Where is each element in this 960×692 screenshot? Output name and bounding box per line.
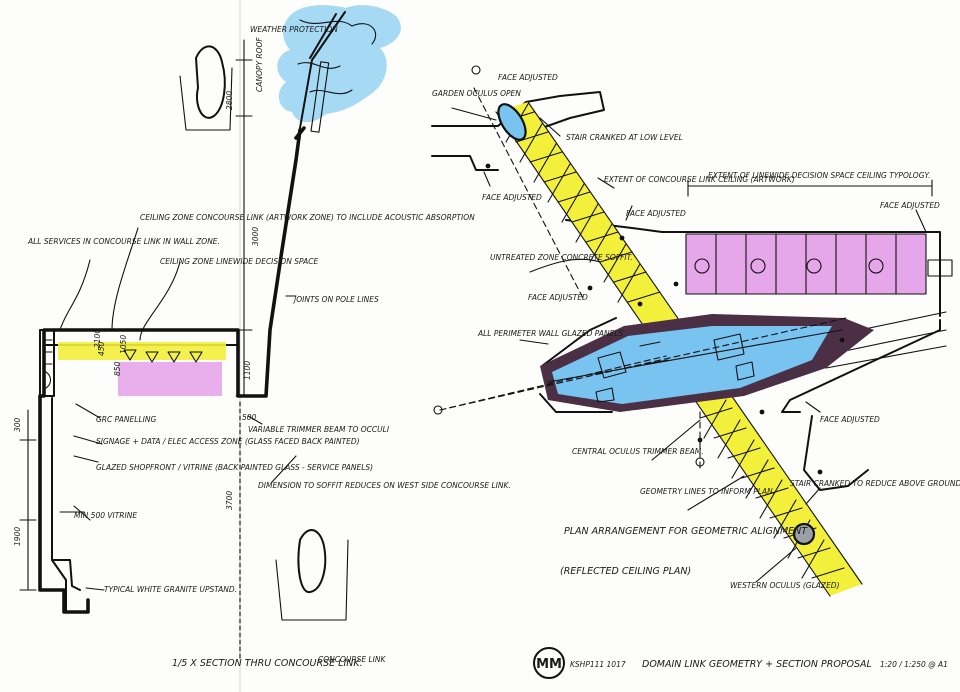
label-concourse: CONCOURSE LINK	[318, 655, 386, 664]
note-ceiling-linewide: CEILING ZONE LINEWIDE DECISION SPACE	[160, 257, 319, 266]
decision-space-oculi	[694, 258, 884, 274]
label-dim-d1: 2800	[225, 91, 234, 110]
tree-top-base	[179, 67, 233, 131]
axis-marker-top	[471, 65, 481, 75]
note-grc: GRC PANELLING	[96, 415, 156, 424]
label-extent: EXTENT OF CONCOURSE LINK CEILING (ARTWOR…	[604, 175, 795, 184]
mm-logo-circle	[533, 647, 565, 679]
wall-zone	[39, 329, 55, 397]
garden-oculus	[497, 103, 527, 141]
label-perimeter: ALL PERIMETER WALL GLAZED PANELS	[477, 329, 624, 338]
note-signage: SIGNAGE + DATA / ELEC ACCESS ZONE (GLASS…	[96, 437, 360, 446]
label-dim-d11: 850	[113, 361, 122, 376]
decision-space-grid	[685, 233, 927, 295]
drawing-scale: 1:20 / 1:250 @ A1	[880, 660, 948, 669]
label-face-adj-br: FACE ADJUSTED	[820, 415, 880, 424]
plan-drawing: GARDEN OCULUS OPEN FACE ADJUSTED STAIR C…	[431, 65, 960, 597]
label-dim-d3: 450	[97, 341, 106, 356]
note-vitrine: MIN 500 VITRINE	[74, 511, 137, 520]
tree-bottom	[297, 529, 327, 593]
label-untreated: UNTREATED ZONE CONCRETE SOFFIT.	[490, 253, 633, 262]
mm-logo-text: MM	[536, 657, 562, 672]
label-dim-d10: 2100	[93, 329, 102, 348]
canopy-post	[310, 61, 330, 133]
label-dim-d9: 3700	[225, 491, 234, 510]
label-extent-linewide: EXTENT OF LINEWIDE DECISION SPACE CEILIN…	[708, 171, 931, 180]
lower-wall	[51, 397, 67, 611]
label-plan-title: PLAN ARRANGEMENT FOR GEOMETRIC ALIGNMENT	[564, 526, 808, 537]
geometry-axis-lines	[439, 87, 847, 471]
cross-section-drawing: WEATHER PROTECTION CANOPY ROOF 2800 3000…	[13, 5, 511, 669]
note-joints: JOINTS ON POLE LINES	[292, 295, 379, 304]
label-dim-d6: 1900	[13, 527, 22, 546]
label-stair-low: STAIR CRANKED AT LOW LEVEL	[566, 133, 683, 142]
label-geometry: GEOMETRY LINES TO INFORM PLAN.	[640, 487, 775, 496]
label-weather: WEATHER PROTECTION	[250, 25, 338, 34]
weather-protection-shade	[277, 5, 401, 123]
note-services: ALL SERVICES IN CONCOURSE LINK IN WALL Z…	[27, 237, 220, 246]
label-western: WESTERN OCULUS (GLAZED)	[730, 581, 840, 590]
label-oculus-open: GARDEN OCULUS OPEN	[432, 89, 521, 98]
label-face-adj-right: FACE ADJUSTED	[880, 201, 940, 210]
label-central: CENTRAL OCULUS TRIMMER BEAM.	[572, 447, 704, 456]
canopy-roof	[299, 11, 346, 129]
note-dimension: DIMENSION TO SOFFIT REDUCES ON WEST SIDE…	[258, 481, 511, 490]
weather-scribble	[297, 19, 377, 95]
title-block: MM KSHP111 1017 DOMAIN LINK GEOMETRY + S…	[533, 647, 948, 679]
section-leaders	[59, 227, 297, 591]
note-glazed: GLAZED SHOPFRONT / VITRINE (BACK PAINTED…	[96, 463, 373, 472]
central-oculus-glazing	[552, 326, 832, 404]
tree-bottom-base	[275, 539, 349, 621]
label-face-adj-left: FACE ADJUSTED	[482, 193, 542, 202]
label-dim-d2: 3000	[251, 227, 260, 246]
plan-outline-right	[825, 311, 947, 369]
plan-leaders	[451, 107, 927, 583]
dim-ticks	[19, 59, 253, 591]
oculus-trimmer-beam	[547, 329, 843, 383]
decision-space-stair	[927, 259, 953, 277]
label-dim-d4: 1100	[243, 361, 252, 380]
column-dots	[485, 163, 845, 475]
axis-marker-bottom	[695, 457, 705, 467]
note-ceiling-zone: CEILING ZONE CONCOURSE LINK (ARTWORK ZON…	[140, 213, 475, 222]
note-granite: TYPICAL WHITE GRANITE UPSTAND.	[104, 585, 237, 594]
ceiling-baffles	[123, 349, 203, 363]
extent-dimension	[687, 179, 933, 197]
note-trimmer: VARIABLE TRIMMER BEAM TO OCCULI	[248, 425, 390, 434]
axis-marker-left	[433, 405, 443, 415]
label-stair-ground: STAIR CRANKED TO REDUCE ABOVE GROUND VOL…	[790, 479, 960, 488]
base-slab	[51, 559, 81, 591]
central-oculus-panels	[595, 333, 755, 403]
ceiling-artwork-zone	[58, 342, 226, 360]
western-oculus	[792, 522, 816, 546]
ceiling-decision-zone	[118, 362, 222, 396]
label-canopy: CANOPY ROOF	[255, 37, 264, 92]
label-face-adj-top: FACE ADJUSTED	[498, 73, 558, 82]
label-dim-d8: 500	[242, 413, 257, 422]
svg-text:CEILING ZONE CONCOURSE LINK (A: CEILING ZONE CONCOURSE LINK (ARTWORK ZON…	[140, 213, 475, 222]
label-dim-d5: 300	[13, 417, 22, 432]
label-dim-d7: 1050	[119, 335, 128, 354]
label-face-adj-lower: FACE ADJUSTED	[528, 293, 588, 302]
tree-top	[195, 45, 226, 119]
wall-zone-detail	[43, 339, 53, 389]
drawing-title: DOMAIN LINK GEOMETRY + SECTION PROPOSAL	[642, 659, 872, 670]
project-number: KSHP111 1017	[570, 660, 626, 669]
plan-wall-right	[781, 319, 941, 491]
section-title: 1/5 X SECTION THRU CONCOURSE LINK.	[172, 658, 363, 669]
label-reflected: (REFLECTED CEILING PLAN)	[560, 566, 691, 577]
label-face-adj-mid: FACE ADJUSTED	[626, 209, 686, 218]
